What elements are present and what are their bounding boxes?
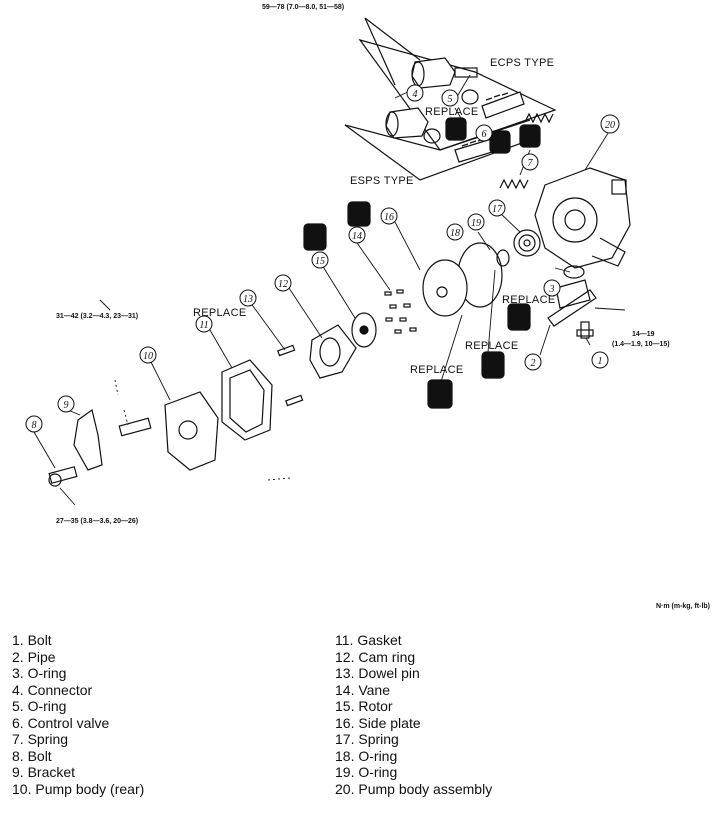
callout-15: 15: [315, 256, 325, 267]
torque-spec-right-b: (1.4—1.9, 10—15): [612, 341, 670, 348]
callout-14: 14: [352, 231, 362, 242]
legend-item: 19. O-ring: [335, 764, 398, 780]
legend-item: 9. Bracket: [12, 764, 76, 780]
legend-item: 18. O-ring: [335, 747, 398, 764]
callout-6: 6: [482, 129, 487, 140]
replace-label-3: REPLACE: [502, 294, 556, 306]
dowel-pin-part: [277, 344, 304, 407]
legend-item: 11. Gasket: [335, 632, 402, 648]
vane-part: [384, 289, 417, 334]
pipe-part: [547, 279, 597, 327]
callout-8: 8: [32, 420, 37, 431]
callout-18: 18: [450, 228, 460, 239]
legend-item: 1. Bolt: [12, 632, 52, 648]
callout-9: 9: [64, 400, 69, 411]
callout-10: 10: [143, 351, 153, 362]
spring-17-part: [513, 229, 541, 257]
callout-11: 11: [199, 320, 208, 331]
parts-legend-left: 1. Bolt 2. Pipe 3. O-ring 4. Connector 5…: [12, 632, 144, 797]
callout-4: 4: [413, 89, 418, 100]
torque-spec-top: 59—78 (7.0—8.0, 51—58): [262, 4, 345, 11]
legend-item: 14. Vane: [335, 681, 391, 698]
replace-label-4: REPLACE: [465, 340, 519, 352]
pump-body-assembly-part: [534, 167, 631, 269]
torque-spec-left: 31—42 (3.2—4.3, 23—31): [56, 313, 139, 320]
legend-item: 16. Side plate: [335, 714, 421, 731]
legend-item: 2. Pipe: [12, 648, 56, 665]
legend-item: 13. Dowel pin: [335, 665, 420, 681]
legend-item: 20. Pump body assembly: [335, 780, 493, 797]
spring-part: [499, 112, 554, 190]
legend-item: 5. O-ring: [12, 698, 67, 714]
bracket-part: [73, 408, 103, 471]
parts-legend-right: 11. Gasket 12. Cam ring 13. Dowel pin 14…: [335, 632, 492, 797]
callout-5: 5: [448, 94, 453, 105]
callout-numbers: 1 2 3 4 5 6 7 8 9 10 11 12 13 14 15 16 1…: [32, 89, 616, 431]
side-plate-part: [422, 259, 468, 317]
legend-item: 3. O-ring: [12, 665, 67, 681]
legend-item: 8. Bolt: [12, 747, 52, 764]
cam-ring-part: [309, 324, 357, 379]
bolt-1-part: [576, 321, 594, 339]
callout-2: 2: [531, 358, 536, 369]
o-ring-5-part: [423, 89, 479, 144]
callout-19: 19: [471, 218, 481, 229]
legend-item: 6. Control valve: [12, 714, 110, 731]
callout-13: 13: [243, 294, 253, 305]
callout-20: 20: [605, 120, 615, 131]
pump-body-rear-part: [118, 391, 219, 471]
legend-item: 15. Rotor: [335, 698, 393, 714]
leader-lines: [33, 74, 626, 506]
legend-item: 4. Connector: [12, 681, 93, 698]
replace-label-1: REPLACE: [425, 106, 479, 118]
gasket-part: [221, 359, 273, 441]
torque-spec-right-a: 14—19: [632, 331, 655, 338]
esps-type-label: ESPS TYPE: [350, 175, 414, 187]
callout-1: 1: [598, 356, 603, 367]
callout-16: 16: [384, 212, 394, 223]
replace-label-2: REPLACE: [193, 307, 247, 319]
torque-units-label: N·m (m-kg, ft-lb): [655, 603, 710, 610]
control-valve-part: [454, 91, 525, 163]
exploded-view-diagram: 1 2 3 4 5 6 7 8 9 10 11 12 13 14 15 16 1…: [25, 17, 631, 506]
callout-3: 3: [549, 284, 555, 295]
callout-7: 7: [528, 158, 534, 169]
callout-circles: [25, 84, 620, 433]
torque-spec-bottom: 27—35 (3.8—3.6, 20—26): [56, 518, 139, 525]
legend-item: 12. Cam ring: [335, 648, 416, 665]
rotor-part: [351, 312, 377, 348]
ecps-type-label: ECPS TYPE: [490, 57, 555, 69]
replace-part-icons: [303, 117, 541, 409]
callout-17: 17: [492, 204, 503, 215]
replace-label-5: REPLACE: [410, 364, 464, 376]
legend-item: 17. Spring: [335, 731, 399, 747]
callout-12: 12: [278, 279, 288, 290]
legend-item: 7. Spring: [12, 731, 69, 747]
legend-item: 10. Pump body (rear): [12, 780, 145, 797]
bolt-8-part: [48, 466, 78, 487]
connector-part: [385, 57, 478, 139]
